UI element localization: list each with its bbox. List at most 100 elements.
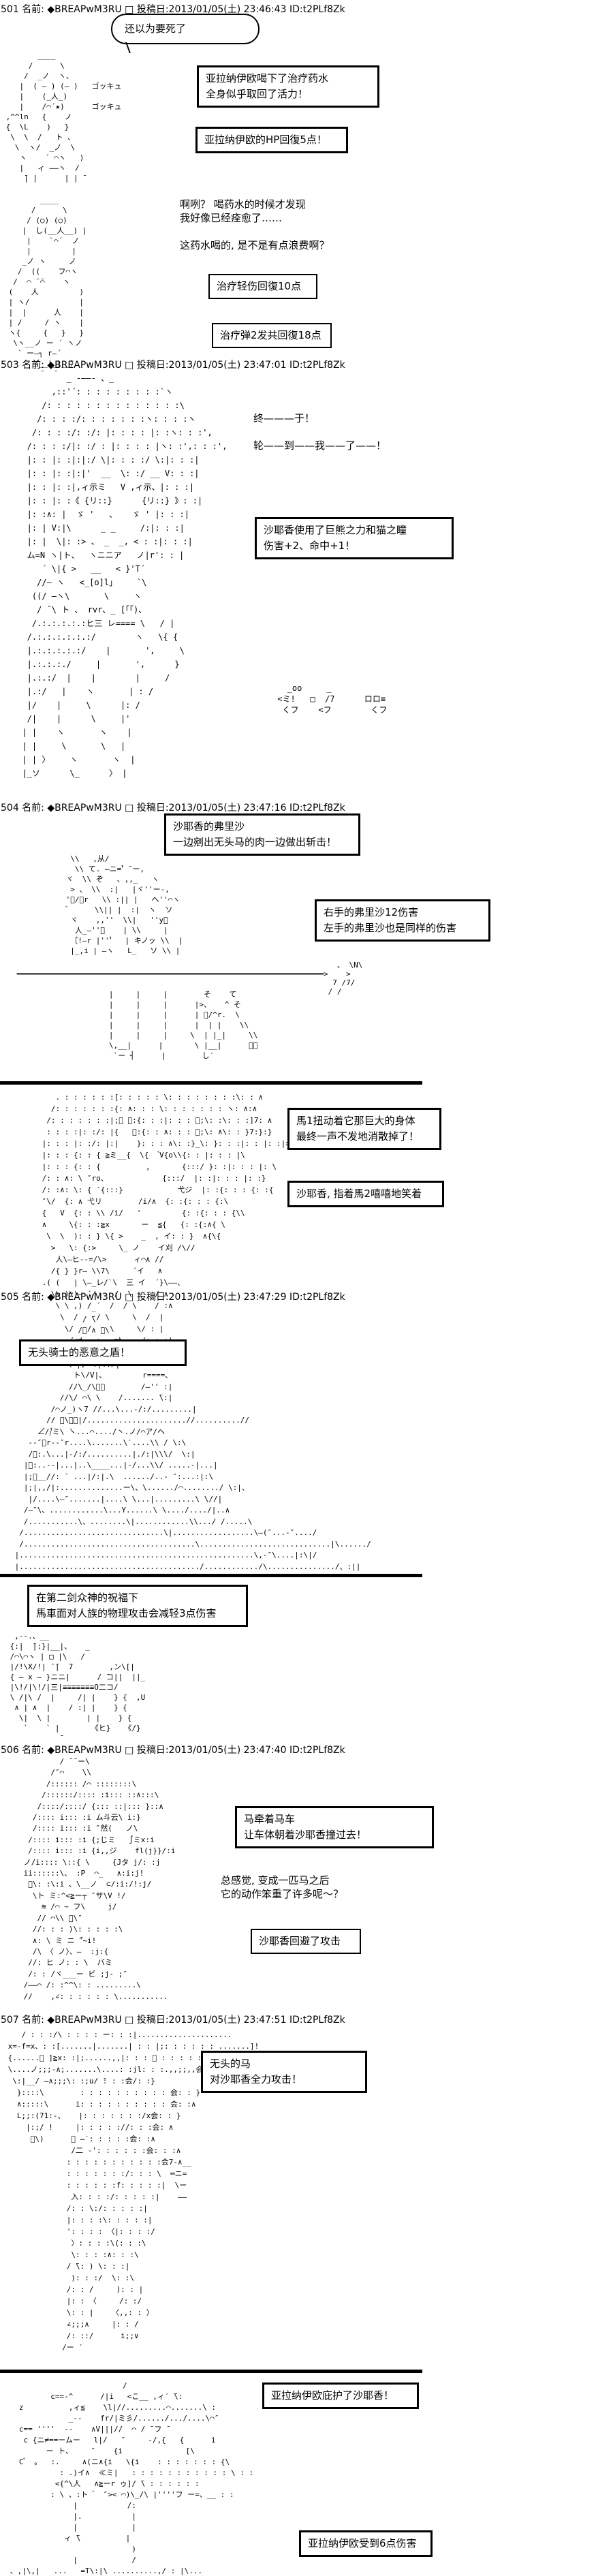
ascii-art-line: 、,|\,| ... =T\:|\ ..........,/ : |\... <box>5 2566 203 2575</box>
ascii-art-line: \: : | 〈,,: : 〉 <box>3 2308 154 2317</box>
ascii-art-line: ∧:::::\ i: : : : : : : : : : 会: :∧ <box>3 2100 196 2109</box>
ascii-art-line: <{^\人 ∧≧ーr ゥ]/ ̄\ : : : : : : <box>5 2479 200 2488</box>
ascii-art-line: | | ヽ ヽ | <box>12 728 132 737</box>
ascii-art-line: ∧ | ∧ | / :| | } { <box>5 1703 127 1712</box>
ascii-art-line: | `⌒´ ノ <box>4 236 80 245</box>
message-box-line: 沙耶香的弗里沙 <box>173 820 245 833</box>
message-box-line: 沙耶香回避了攻击 <box>259 1935 341 1947</box>
ascii-art-line: /゙ ∧ ゙\ <box>10 1326 110 1335</box>
ascii-art-line: \\ ,从/ <box>61 854 110 863</box>
ascii-art-line: \\ て. ―ニ='゙ ̄ ー, <box>61 865 145 873</box>
ascii-art-line: |:;/ ! |: : : : ://: : :会: ∧ <box>3 2123 174 2132</box>
ascii-art-line: |.......................................… <box>10 1562 361 1571</box>
ascii-art-line: \| \ | | | } { <box>5 1713 132 1722</box>
ascii-art-line: ∠;;;∧ |: : / <box>3 2320 139 2329</box>
ascii-art-line: `ー ┤ | し′ <box>95 1051 215 1060</box>
ascii-art-line: / <box>5 2381 127 2390</box>
ascii-art-line: ̄ ̄ <box>4 369 54 378</box>
ascii-art-line: : : : : : : :/: : : \ ═ニ= <box>3 2169 187 2178</box>
ascii-art-line: / ̄\: ) \: : :| <box>3 2262 130 2271</box>
ascii-art-line: ィ ̄\ | <box>5 2534 131 2543</box>
ascii-art-line: / ̄ ̄ ー\ <box>19 1757 90 1766</box>
ascii-art-line: |/....\―″.......|....\ \...|.........\ \… <box>10 1494 223 1504</box>
ascii-art-line: |;゙__//: ̄ ...|/:|.\ ....../..- ″:...:|:… <box>10 1472 214 1481</box>
ascii-art-line: /:::::: /⌒ ::::::::\ <box>19 1779 137 1788</box>
dash-arrow-aa: 、 \N\ ══════════════════════════════════… <box>12 961 363 996</box>
ascii-art-line: くフ <フ くフ <box>272 705 388 715</box>
ascii-art-line: | / <box>5 2556 137 2564</box>
ascii-art-line: _-- fr/|ミ彡/....../.../....\⌒″ <box>5 2414 219 2423</box>
ascii-art-line: /″⌒ \\ <box>19 1768 91 1778</box>
message-box-line: 沙耶香使用了巨熊之力和猫之瞳 <box>264 524 407 536</box>
message-box-line: 无头骑士的恶意之盾！ <box>28 1346 131 1359</box>
ascii-art-line: //― ヽ <_[o]l」 `\ <box>12 578 147 587</box>
ascii-art-line: / (( フ⌒ヽ <box>4 267 78 276</box>
sayaka-slash-aa: \\ ,从/ \\ て. ―ニ='゙ ̄ ー, ヾ \\ ぞ 、,,_ ヽ > … <box>61 854 183 956</box>
ascii-art-line: ∧ \{: : :≧x ー ≦{ {: :{:∧{ \ <box>37 1220 225 1229</box>
ascii-art-line: \:|__/ ―∧;;;\: :;u/ ̄: : :会/: :} <box>3 2077 155 2085</box>
ascii-art-line: C ゚ 。 :. ∧(ニ∧{i \{i : : : : : : : {\ <box>5 2457 230 2466</box>
message-box: 沙耶香回避了攻击 <box>251 1929 361 1954</box>
dialogue-line: 轮——到——我——了——！ <box>253 439 387 452</box>
ascii-art-line: | | 〉 ヽ ヽ | <box>12 755 136 764</box>
ascii-art-line: | | <box>5 2523 137 2532</box>
ascii-art-line: : : : : : :f: : : : :| \ー <box>3 2181 187 2190</box>
ascii-art-line: \ / / \ \ / | <box>37 1313 164 1322</box>
ascii-art-line: c==-^ /|i <こ__ ,ィ′ ̄\: <box>5 2392 183 2401</box>
ascii-art-line: \ト ミ:^<≧ー┬ ″サ\V !/ <box>19 1891 126 1900</box>
ascii-art-line: | (_人_) <box>1 92 68 101</box>
message-box: 马牵着马车让车体朝着沙耶香撞过去！ <box>235 1806 434 1848</box>
ascii-art-line: //: : : )\: : : : :\ <box>19 1925 123 1934</box>
ascii-art-line: ` ` | 《ヒ} 《/} <box>5 1724 141 1733</box>
ascii-art-line: | | | |>、 ^ そ <box>95 1000 242 1009</box>
ascii-art-line: <ミ! □ /7 ロロ≡ <box>272 694 386 704</box>
ascii-art-line: ム=N ヽ|ト、 ヽニニア ノ|r': : | <box>12 550 185 560</box>
dialogue-text: 啊咧？ 喝药水的时候才发现我好像已经痊愈了……这药水喝的, 是不是有点浪费啊？ <box>180 198 330 252</box>
message-box: 治疗轻伤回復10点 <box>208 274 317 299</box>
yaranaio-drinking-aa: ____ / \ / _ノ ヽ、 | ( ― ) (― ) ゴッキュ | (_人… <box>1 50 122 183</box>
ascii-art-line: /――⌒ /: :^^\: : .........\ <box>19 1981 141 1990</box>
ascii-art-line: ( 人 ) <box>4 288 84 296</box>
ascii-art-line: \ ヽ/ _ノ \ <box>1 143 76 152</box>
ascii-art-line: ″\/ {: ∧ 弋リ /i/∧ {: :{: : : {:\ <box>37 1197 229 1206</box>
ascii-art-line: '゙/゙r \\ :|| | ヘ''⌒ヽ <box>61 895 181 904</box>
ascii-art-line: /.:.:.:.:.:ヒ三 レ==== \ / | <box>12 619 175 628</box>
dialogue-line: 它的动作笨重了许多呢～？ <box>221 1888 344 1900</box>
message-box-line: 让车体朝着沙耶香撞过去！ <box>244 1829 367 1841</box>
ascii-art-line: 〔゙!―r |'''゙ | キノッ \\ | <box>61 936 183 945</box>
ascii-art-line: |: | V:|\ _ _ /:|: : :| <box>12 523 185 533</box>
ascii-art-line: /: ::/ i;;∨ <box>3 2331 139 2340</box>
ascii-art-line: /: : /ヾ___ー ビ ;j- ;″ <box>19 1969 127 1978</box>
ascii-art-line: //\/ ⌒\ \ /....... ̄\:| <box>10 1393 173 1402</box>
dialogue-text: 终———于！ <box>253 412 315 425</box>
ascii-art-line: \/ / \ \/ : | <box>37 1324 164 1333</box>
message-box-line: 全身似乎取回了活力！ <box>206 88 309 100</box>
ascii-art-line: |: : : |: :/: |:| }: : : ∧\: :}_\: }: : … <box>37 1139 290 1148</box>
message-box-line: 治疗轻伤回復10点 <box>217 280 302 292</box>
message-box-line: 无头的马 <box>210 2058 251 2070</box>
ascii-art-line: /:::: i::: :i {;じミ ∫ミx:i <box>19 1835 155 1844</box>
ascii-art-line: _ -――- 、_ <box>12 373 114 383</box>
ascii-art-line: : : : :|: :/: |{ ゙:{: : ∧: : : ゙;\: ∧\: … <box>37 1128 272 1136</box>
ascii-art-line: ____ <box>4 196 59 204</box>
carriage-aa: ,--.、__ {:| ̄|:}|__|、 _ /⌒\⌒ヽ | □ |\ / |… <box>5 1631 146 1743</box>
dialogue-line <box>180 225 330 238</box>
ascii-art-line: // ,∠: : : : : : \........... <box>19 1991 168 2001</box>
ascii-art-line: 7 /7/ <box>12 978 356 987</box>
ascii-art-line: c== '''' -- ∧V|||// ⌒ / ̄ フ ̄ <box>5 2425 167 2434</box>
ascii-art-line: /::::/::::/ {::: ::|::: }::∧ <box>19 1801 163 1811</box>
headless-horse-attack-aa: / : : :/\ : : : : ー: : :|...............… <box>3 2029 260 2353</box>
ascii-art-line: ,--.、__ <box>5 1632 49 1641</box>
ascii-art-line: ,::'´: : : : : : : : :`ヽ <box>12 387 173 397</box>
ascii-art-line: \ \ ,) / ´ / / \ / :∧ <box>37 1301 173 1310</box>
ascii-art-line: / \ <box>4 206 67 215</box>
ascii-art-line: \,__| | \ |__| ゙゙ <box>95 1041 258 1050</box>
message-box-line: 亚拉纳伊欧喝下了治疗药水 <box>206 72 329 84</box>
ascii-art-line: /...............................\|......… <box>10 1528 317 1537</box>
ascii-art-line: /::::::/:::: :i::: ::∧:::\ <box>19 1790 159 1800</box>
message-box: 右手的弗里沙12伤害左手的弗里沙也是同样的伤害 <box>315 899 490 942</box>
ascii-art-line: /: : : : : : :{: ∧: : : \: : : : : : : ヽ… <box>37 1104 257 1113</box>
ascii-art-line: | /⌒´★) ゴッキュ <box>1 102 122 111</box>
ascii-art-line: \\ )\)― ´/ / \ / ∧ <box>37 1290 169 1299</box>
message-box-line: 最终一声不发地消散掉了！ <box>296 1130 420 1143</box>
